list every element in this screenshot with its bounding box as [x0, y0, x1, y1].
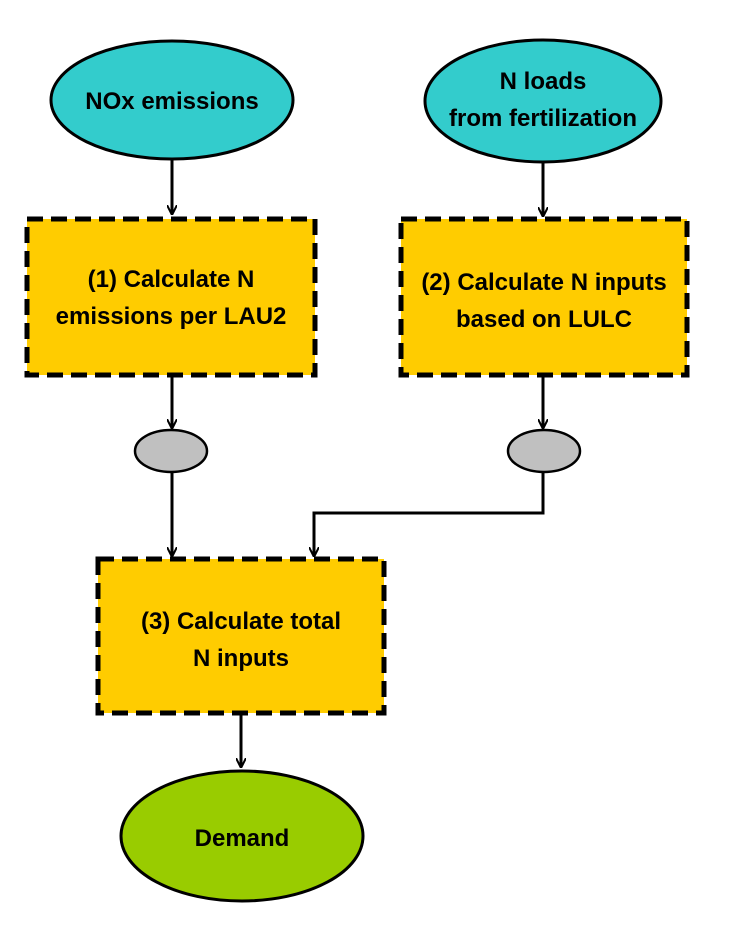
node-label: based on LULC [456, 306, 632, 333]
node-label: (2) Calculate N inputs [421, 269, 666, 296]
node-step1: (1) Calculate N emissions per LAU2 [24, 216, 318, 378]
node-label: (1) Calculate N [88, 266, 255, 293]
junction-right [506, 428, 582, 474]
connectors [172, 160, 543, 767]
input-ellipse [49, 39, 295, 161]
node-demand: Demand [119, 769, 365, 903]
edge-junction-right-to-step3 [314, 472, 545, 556]
process-box [24, 216, 318, 378]
process-box [95, 556, 387, 716]
node-label: (3) Calculate total [141, 608, 341, 635]
output-ellipse [119, 769, 365, 903]
node-label: Demand [195, 825, 290, 852]
node-nox-emissions: NOx emissions [49, 39, 295, 161]
node-label: from fertilization [449, 105, 637, 132]
node-n-loads: N loads from fertilization [423, 38, 663, 164]
junction-left [133, 428, 209, 474]
node-label: NOx emissions [85, 88, 258, 115]
process-box [398, 216, 690, 378]
input-ellipse [423, 38, 663, 164]
node-label: emissions per LAU2 [56, 303, 287, 330]
node-label: N loads [500, 68, 587, 95]
node-step3: (3) Calculate total N inputs [95, 556, 387, 716]
node-step2: (2) Calculate N inputs based on LULC [398, 216, 690, 378]
node-label: N inputs [193, 645, 289, 672]
